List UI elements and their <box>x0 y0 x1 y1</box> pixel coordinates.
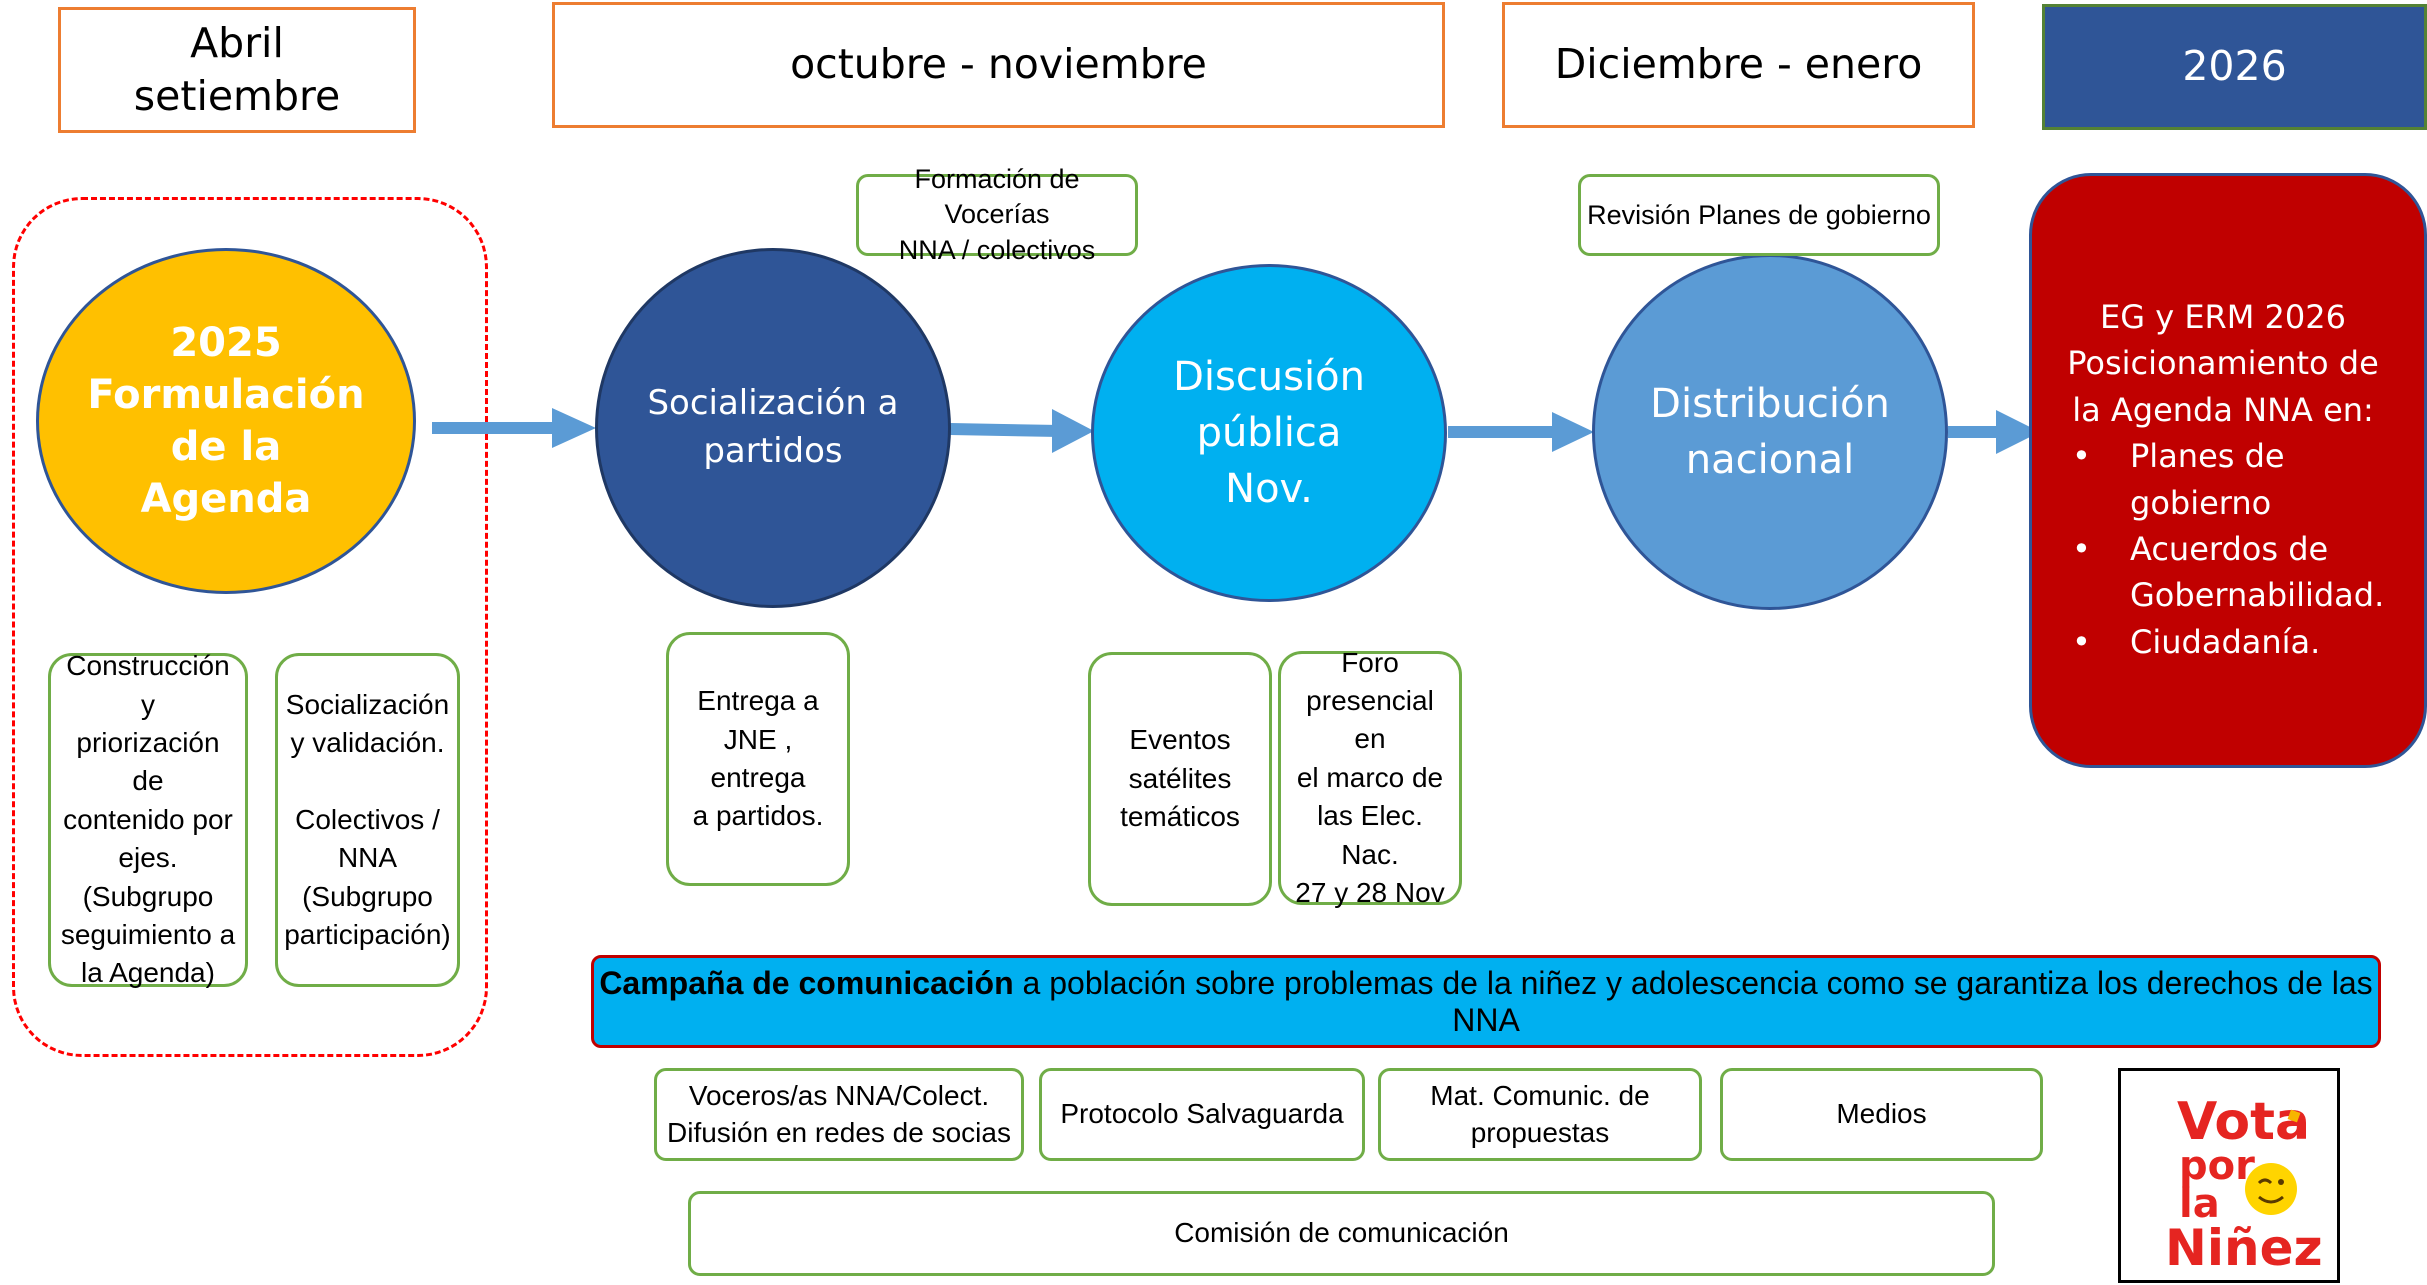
timeline-label: Abril setiembre <box>133 18 341 120</box>
campaign-banner: Campaña de comunicación a población sobr… <box>591 955 2381 1048</box>
timeline-header-octubre-noviembre: octubre - noviembre <box>552 2 1445 128</box>
activity-text: Medios <box>1836 1098 1927 1130</box>
outcome-item: Acuerdos de Gobernabilidad. <box>2072 526 2424 619</box>
timeline-header-2026: 2026 <box>2042 4 2427 130</box>
timeline-header-diciembre-enero: Diciembre - enero <box>1502 2 1975 128</box>
arrow-1-head <box>552 408 596 448</box>
note-revision-planes: Revisión Planes de gobierno <box>1578 174 1940 256</box>
box-entrega-jne: Entrega a JNE , entrega a partidos. <box>666 632 850 886</box>
formulation-group-outline <box>12 197 488 1057</box>
activity-material: Mat. Comunic. de propuestas <box>1378 1068 1702 1161</box>
box-eventos-satelites: Eventos satélites temáticos <box>1088 652 1272 906</box>
outcome-panel: EG y ERM 2026 Posicionamiento de la Agen… <box>2029 173 2427 768</box>
outcome-heading: EG y ERM 2026 Posicionamiento de la Agen… <box>2067 298 2379 429</box>
logo-word-vota: Vota <box>2177 1092 2310 1152</box>
activity-text: Protocolo Salvaguarda <box>1060 1098 1344 1130</box>
arrow-2-head <box>1052 409 1094 453</box>
stage-discusion-circle: Discusión pública Nov. <box>1091 264 1447 602</box>
stage-formulacion-circle: 2025 Formulación de la Agenda <box>36 248 416 594</box>
box-text: Eventos satélites temáticos <box>1120 724 1240 833</box>
arrow-2 <box>949 423 1061 437</box>
note-formacion-vocerias: Formación de Vocerías NNA / colectivos <box>856 164 1138 265</box>
logo-word-ninez: Niñez <box>2165 1219 2323 1277</box>
stage-label: Socialización a partidos <box>647 383 899 471</box>
box-text: Construcción y priorización de contenido… <box>60 650 236 989</box>
outcome-item: Planes de gobierno <box>2072 433 2424 526</box>
winking-face-icon <box>2245 1163 2297 1215</box>
box-text: Socialización y validación. Colectivos /… <box>284 688 451 950</box>
campaign-rest: a población sobre problemas de la niñez … <box>1013 964 2373 1038</box>
arrow-4-head <box>1996 410 2040 454</box>
activity-protocolo: Protocolo Salvaguarda <box>1039 1068 1365 1161</box>
stage-label: 2025 Formulación de la Agenda <box>87 320 365 522</box>
stage-label: Distribución nacional <box>1650 381 1890 483</box>
campaign-text: Campaña de comunicación a población sobr… <box>594 965 2378 1039</box>
logo-word-por: por <box>2179 1143 2255 1189</box>
note-text: Formación de Vocerías NNA / colectivos <box>898 164 1096 265</box>
activity-medios: Medios <box>1720 1068 2043 1161</box>
stage-label: Discusión pública Nov. <box>1173 354 1365 512</box>
stage-socializacion-circle: Socialización a partidos <box>595 248 951 608</box>
campaign-bold: Campaña de comunicación <box>599 964 1014 1001</box>
logo-graphic: Vota por la Niñez <box>2165 1092 2323 1277</box>
timeline-label: 2026 <box>2182 42 2287 91</box>
activity-text: Mat. Comunic. de propuestas <box>1430 1080 1650 1148</box>
commission-box: Comisión de comunicación <box>688 1191 1995 1276</box>
timeline-label: octubre - noviembre <box>790 40 1207 89</box>
box-construccion: Construcción y priorización de contenido… <box>48 650 248 988</box>
stage-distribucion-circle: Distribución nacional <box>1592 254 1948 610</box>
box-text: Entrega a JNE , entrega a partidos. <box>692 685 824 832</box>
box-socializacion-validacion: Socialización y validación. Colectivos /… <box>275 653 460 987</box>
arrow-3-head <box>1552 412 1594 452</box>
timeline-header-abril-setiembre: Abril setiembre <box>58 7 416 133</box>
logo-word-la: la <box>2179 1181 2220 1227</box>
outcome-list: Planes de gobierno Acuerdos de Gobernabi… <box>2032 433 2424 665</box>
timeline-label: Diciembre - enero <box>1554 40 1923 89</box>
outcome-item: Ciudadanía. <box>2072 619 2424 666</box>
activity-voceros: Voceros/as NNA/Colect. Difusión en redes… <box>654 1068 1024 1161</box>
vota-por-la-ninez-logo: Vota por la Niñez <box>2118 1068 2340 1283</box>
box-foro-presencial: Foro presencial en el marco de las Elec.… <box>1278 647 1462 908</box>
activity-text: Voceros/as NNA/Colect. Difusión en redes… <box>667 1080 1011 1148</box>
note-text: Revisión Planes de gobierno <box>1587 199 1931 230</box>
box-text: Foro presencial en el marco de las Elec.… <box>1295 646 1445 908</box>
commission-text: Comisión de comunicación <box>1174 1217 1509 1249</box>
